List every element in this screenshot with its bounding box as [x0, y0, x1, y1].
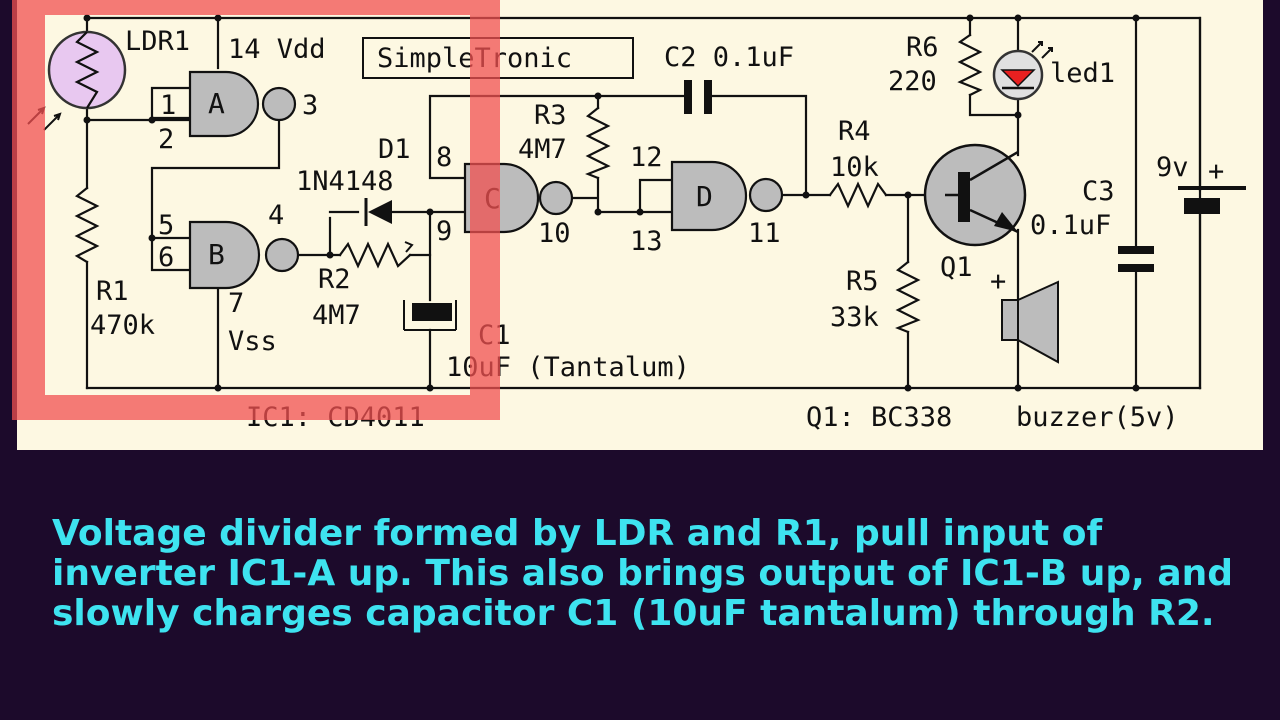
label-r4: R4 — [838, 116, 871, 147]
label-buzzer-plus: + — [990, 266, 1006, 297]
gate-b — [188, 220, 261, 290]
c3-symbol — [1118, 246, 1154, 254]
label-pin6: 6 — [158, 242, 174, 273]
label-pin12: 12 — [630, 142, 663, 173]
battery-symbol — [1178, 186, 1246, 190]
label-q1: Q1 — [940, 252, 973, 283]
caption-text: Voltage divider formed by LDR and R1, pu… — [52, 513, 1234, 634]
label-q1-part: Q1: BC338 — [806, 402, 952, 433]
label-r5: R5 — [846, 266, 879, 297]
r2-zigzag — [338, 241, 412, 269]
label-pin3: 3 — [302, 90, 318, 121]
label-pin13: 13 — [630, 226, 663, 257]
label-r2: R2 — [318, 264, 351, 295]
r3-zigzag — [585, 106, 611, 180]
label-r4-val: 10k — [830, 152, 879, 183]
label-pin2: 2 — [158, 124, 174, 155]
ldr-symbol — [47, 30, 127, 110]
label-ldr1: LDR1 — [125, 26, 190, 57]
schematic-diagram: SimpleTronic LDR1 14 Vdd A B C D 1 2 3 4… — [12, 0, 1246, 433]
label-r1-val: 470k — [90, 310, 155, 341]
label-gate-b: B — [208, 238, 225, 271]
label-pin7: 7 — [228, 288, 244, 319]
label-pin14: 14 Vdd — [228, 34, 326, 65]
label-r1: R1 — [96, 276, 129, 307]
label-r3: R3 — [534, 100, 567, 131]
r1-zigzag — [74, 186, 100, 264]
gate-a — [188, 70, 260, 138]
label-r5-val: 33k — [830, 302, 879, 333]
label-gate-a: A — [208, 87, 225, 120]
label-led1: led1 — [1050, 58, 1115, 89]
label-d1: D1 — [378, 134, 411, 165]
r6-zigzag — [957, 33, 983, 97]
c1-symbol — [412, 303, 452, 321]
label-r2-val: 4M7 — [312, 300, 361, 331]
diode-d1 — [368, 200, 392, 224]
label-pin11: 11 — [748, 218, 781, 249]
label-vss: Vss — [228, 326, 277, 357]
label-pin5: 5 — [158, 210, 174, 241]
label-d1-part: 1N4148 — [296, 166, 394, 197]
gate-d — [670, 160, 748, 232]
label-c3-val: 0.1uF — [1030, 210, 1111, 241]
c2-symbol — [684, 80, 692, 114]
label-c2: C2 0.1uF — [664, 42, 794, 73]
label-gate-d: D — [696, 180, 713, 213]
label-pin9: 9 — [436, 216, 452, 247]
label-battery: 9v — [1156, 152, 1189, 183]
label-pin10: 10 — [538, 218, 571, 249]
label-c3: C3 — [1082, 176, 1115, 207]
label-pin4: 4 — [268, 200, 284, 231]
label-r6: R6 — [906, 32, 939, 63]
label-pin1: 1 — [160, 90, 176, 121]
buzzer-symbol — [1001, 299, 1019, 341]
label-r3-val: 4M7 — [518, 134, 567, 165]
label-pin8: 8 — [436, 142, 452, 173]
label-battery-plus: + — [1208, 156, 1224, 187]
label-r6-val: 220 — [888, 66, 937, 97]
label-buzzer: buzzer(5v) — [1016, 402, 1179, 433]
r4-zigzag — [828, 181, 888, 209]
r5-zigzag — [895, 260, 921, 334]
